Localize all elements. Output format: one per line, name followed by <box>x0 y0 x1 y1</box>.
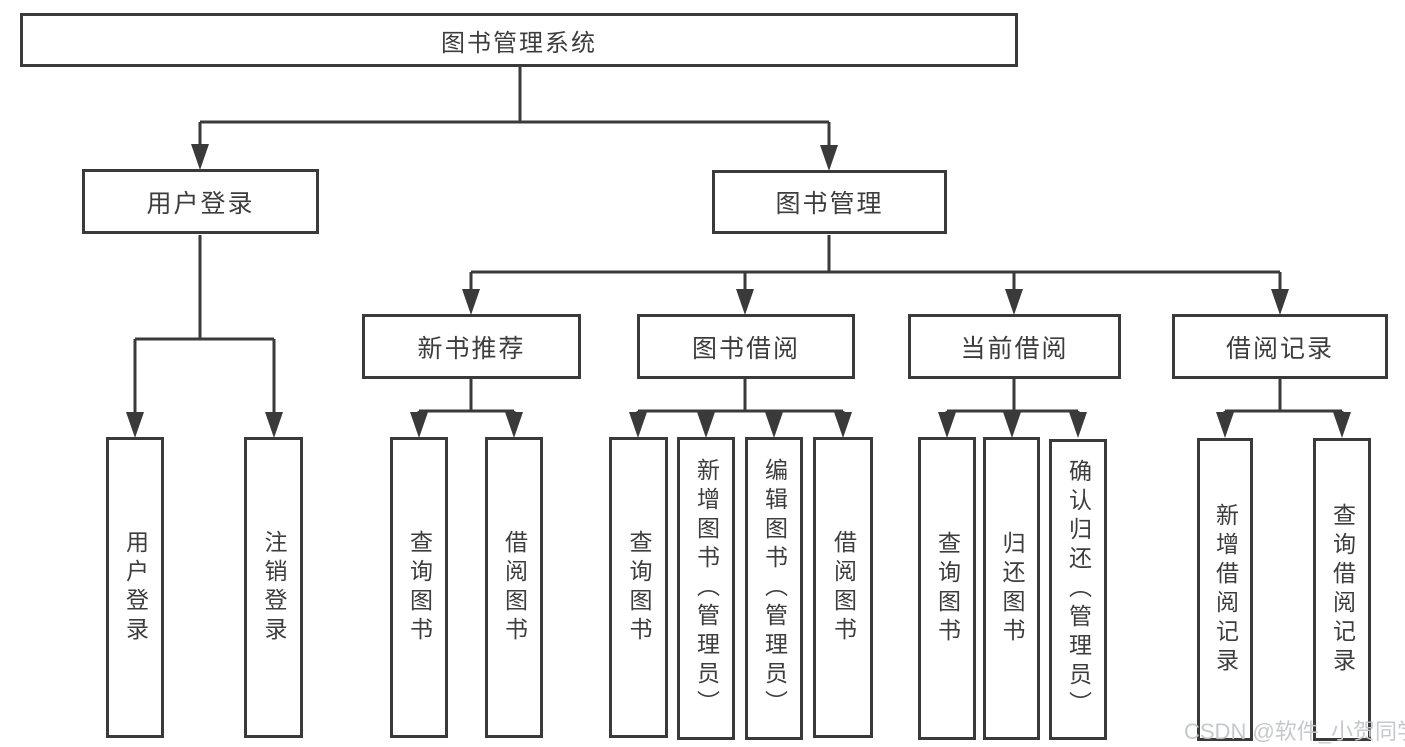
leaf-edit-books-admin-label: 编辑图书（管理员） <box>761 458 788 719</box>
arrow-down-icon <box>765 412 783 438</box>
leaf-query-books-current: 查询图书 <box>918 437 976 740</box>
node-current-borrow: 当前借阅 <box>908 314 1121 379</box>
leaf-borrow-books: 借阅图书 <box>813 437 873 738</box>
leaf-query-books-recommend: 查询图书 <box>390 437 448 738</box>
node-new-book-recommend: 新书推荐 <box>362 314 581 379</box>
arrow-down-icon <box>1003 412 1021 438</box>
node-book-borrow: 图书借阅 <box>637 314 855 379</box>
node-root-label: 图书管理系统 <box>441 29 597 57</box>
node-new-book-recommend-label: 新书推荐 <box>417 334 526 363</box>
leaf-confirm-return-admin-label: 确认归还（管理员） <box>1065 459 1092 720</box>
leaf-query-books-recommend-label: 查询图书 <box>406 529 433 646</box>
arrow-down-icon <box>126 412 144 438</box>
arrow-down-icon <box>1271 289 1289 315</box>
edge-userlogin-split <box>133 235 276 414</box>
leaf-query-books-borrow: 查询图书 <box>609 437 668 738</box>
leaf-return-books-label: 归还图书 <box>999 530 1025 647</box>
watermark: CSDN @软件_小贺同学 <box>1184 719 1405 744</box>
leaf-return-books: 归还图书 <box>983 437 1040 740</box>
leaf-add-borrow-record-label: 新增借阅记录 <box>1212 502 1239 677</box>
arrow-down-icon <box>191 144 209 170</box>
leaf-query-borrow-record-label: 查询借阅记录 <box>1329 502 1356 677</box>
node-book-management-label: 图书管理 <box>775 190 884 218</box>
leaf-query-borrow-record: 查询借阅记录 <box>1313 438 1371 741</box>
arrow-down-icon <box>1333 412 1351 438</box>
leaf-add-borrow-record: 新增借阅记录 <box>1197 438 1253 741</box>
leaf-query-books-borrow-label: 查询图书 <box>626 529 652 646</box>
edge-borrow-split <box>636 379 845 414</box>
arrow-down-icon <box>410 412 428 438</box>
leaf-user-login-label: 用户登录 <box>122 529 149 646</box>
arrow-down-icon <box>265 412 283 438</box>
arrow-down-icon <box>629 412 647 438</box>
node-book-borrow-label: 图书借阅 <box>691 334 800 363</box>
arrow-down-icon <box>505 412 523 438</box>
leaf-edit-books-admin: 编辑图书（管理员） <box>745 437 803 740</box>
node-user-login: 用户登录 <box>82 169 319 234</box>
arrow-down-icon <box>462 289 480 315</box>
edge-newrec-split <box>417 379 516 414</box>
leaf-borrow-books-label: 借阅图书 <box>830 529 857 646</box>
edge-records-split <box>1223 379 1344 414</box>
edge-bookmgmt-split <box>469 235 1282 291</box>
leaf-logout: 注销登录 <box>244 437 303 738</box>
node-book-management: 图书管理 <box>712 170 947 234</box>
arrow-down-icon <box>938 412 956 438</box>
arrow-down-icon <box>1069 412 1087 438</box>
node-root: 图书管理系统 <box>20 13 1018 67</box>
node-borrow-records: 借阅记录 <box>1172 314 1388 379</box>
leaf-add-books-admin: 新增图书（管理员） <box>677 437 735 740</box>
leaf-query-books-current-label: 查询图书 <box>934 530 961 647</box>
node-user-login-label: 用户登录 <box>146 189 255 218</box>
arrowheads <box>126 144 1351 438</box>
arrow-down-icon <box>736 289 754 315</box>
arrow-down-icon <box>697 412 715 438</box>
leaf-logout-label: 注销登录 <box>261 529 287 646</box>
arrow-down-icon <box>834 412 852 438</box>
arrow-down-icon <box>820 145 838 171</box>
arrow-down-icon <box>1216 412 1234 438</box>
edge-root-split <box>198 67 831 147</box>
edge-current-split <box>945 379 1080 414</box>
leaf-add-books-admin-label: 新增图书（管理员） <box>693 458 720 719</box>
leaf-user-login: 用户登录 <box>106 437 164 738</box>
arrow-down-icon <box>1005 289 1023 315</box>
leaf-confirm-return-admin: 确认归还（管理员） <box>1049 439 1107 740</box>
node-borrow-records-label: 借阅记录 <box>1225 334 1334 363</box>
node-current-borrow-label: 当前借阅 <box>960 334 1069 363</box>
leaf-borrow-books-recommend: 借阅图书 <box>485 437 543 738</box>
leaf-borrow-books-recommend-label: 借阅图书 <box>501 529 528 646</box>
